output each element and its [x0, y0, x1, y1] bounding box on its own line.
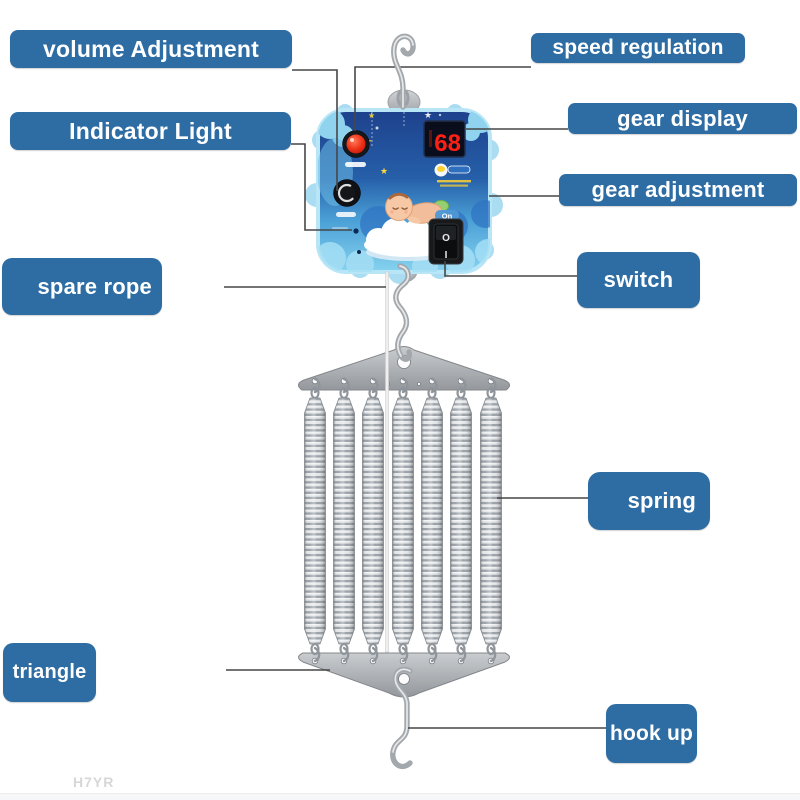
leader-speed	[354, 66, 531, 131]
watermark: H7YR	[73, 774, 115, 790]
label-speed-regulation: speed regulation	[531, 33, 745, 63]
label-gear-adjustment: gear adjustment	[559, 174, 797, 206]
label-indicator-light: Indicator Light	[10, 112, 291, 150]
label-switch: switch	[577, 252, 700, 308]
middle-hook	[393, 263, 413, 362]
svg-text:★: ★	[424, 110, 432, 120]
label-spare-rope: spare rope	[2, 258, 162, 315]
top-hook	[391, 33, 416, 110]
gear-display: 68	[423, 120, 466, 158]
label-triangle: triangle	[3, 643, 96, 702]
svg-text:★: ★	[380, 166, 388, 176]
leader-volume	[292, 69, 338, 191]
top-triangle-plate	[298, 346, 510, 391]
gear-display-value: 68	[434, 130, 461, 157]
switch-on-tab: On	[442, 212, 453, 221]
leader-indicator	[291, 143, 352, 231]
speed-knob	[342, 130, 370, 167]
bottom-strip	[0, 793, 800, 800]
switch-off-symbol: O	[442, 233, 450, 244]
svg-text:★: ★	[368, 111, 375, 120]
controller: ★ ★ ★ ★	[316, 108, 492, 274]
label-spring: spring	[588, 472, 710, 530]
label-hook-up: hook up	[606, 704, 697, 763]
label-volume-adjustment: volume Adjustment	[10, 30, 292, 68]
springs	[303, 377, 503, 663]
label-gear-display: gear display	[568, 103, 797, 134]
power-switch: On O I	[428, 210, 464, 265]
brand-logo	[434, 163, 471, 187]
star-strings	[371, 112, 405, 148]
leader-lines	[224, 66, 606, 729]
spare-rope-line	[385, 271, 389, 653]
leader-switch	[444, 261, 577, 277]
volume-knob	[333, 179, 361, 217]
bottom-hook	[390, 666, 413, 770]
switch-on-symbol: I	[445, 250, 448, 261]
